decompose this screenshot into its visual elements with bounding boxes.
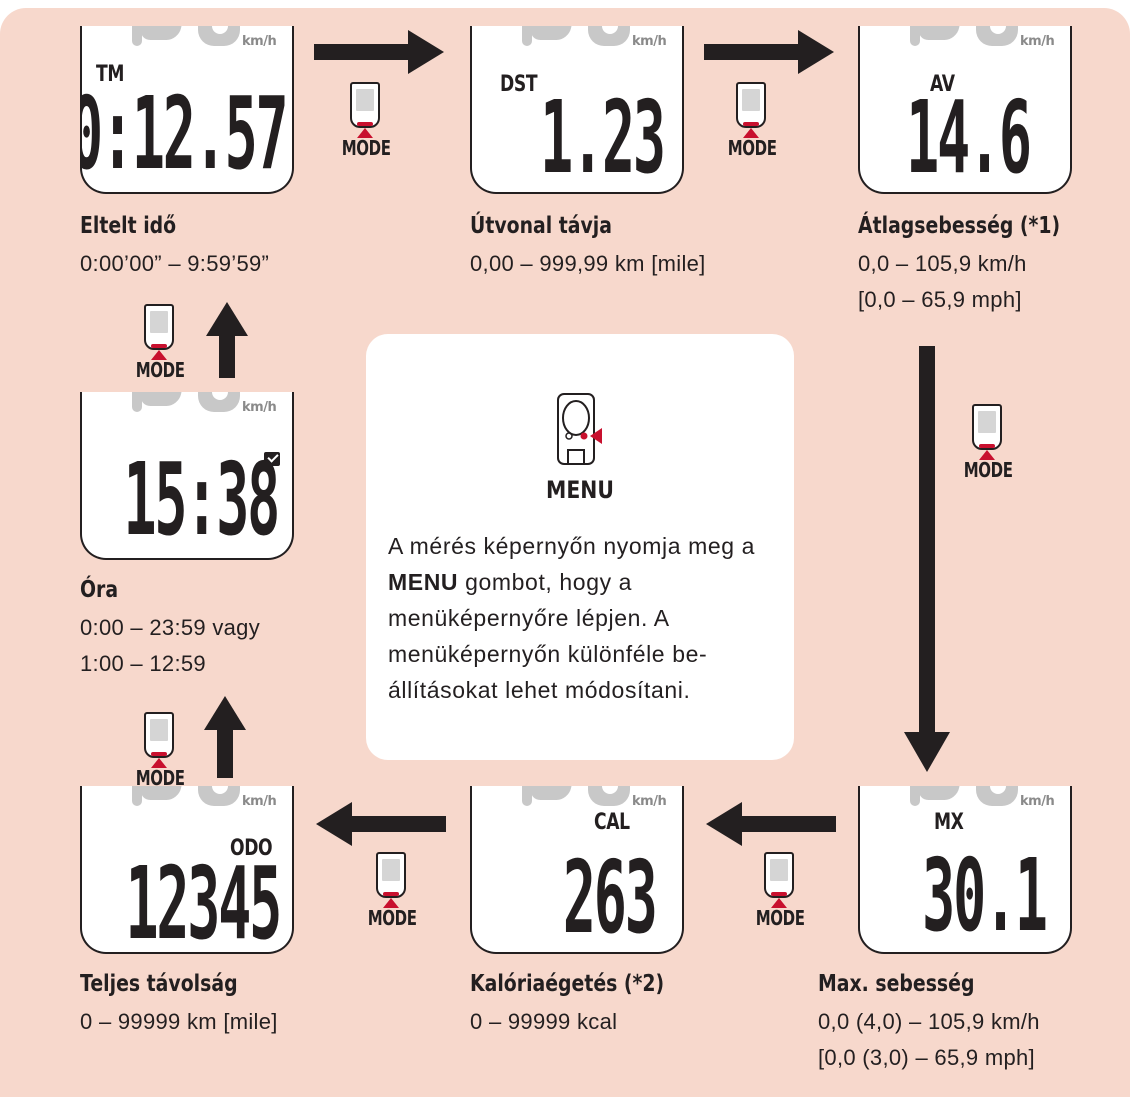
mode-label: MODE [727, 136, 777, 160]
mode-button-icon: MODE [748, 852, 810, 932]
screen-clock: km/h 15:38 [80, 392, 294, 560]
caption-line: 0,0 (4,0) – 105,9 km/h [818, 1009, 1040, 1034]
caption-title: Óra [80, 577, 119, 603]
unit-label: km/h [242, 400, 277, 415]
arrow-up-icon [206, 302, 248, 378]
screen-total-distance: km/h ODO 12345 [80, 786, 294, 954]
lcd-value: 0:12.57 [80, 75, 288, 192]
menu-info-box: MENU A mérés képernyőn nyomja meg a MENU… [366, 334, 794, 760]
screen-calories: km/h CAL 263 [470, 786, 684, 954]
menu-text-part: A mérés képernyőn nyomja meg a [388, 533, 756, 559]
lcd-value: 263 [563, 839, 658, 954]
menu-description: A mérés képernyőn nyomja meg a MENU gomb… [388, 528, 788, 708]
screen-elapsed-time: km/h TM 0:12.57 [80, 26, 294, 194]
mode-label: MODE [367, 906, 417, 930]
unit-label: km/h [242, 34, 277, 49]
caption-title: Kalóriaégetés (*2) [470, 971, 665, 997]
screen-label: ODO [230, 836, 273, 861]
mode-button-icon: MODE [360, 852, 422, 932]
caption-line: [0,0 (3,0) – 65,9 mph] [818, 1045, 1035, 1070]
screen-label: AV [930, 72, 955, 97]
unit-label: km/h [242, 794, 277, 809]
mode-button-icon: MODE [334, 82, 396, 162]
menu-label: MENU [546, 476, 614, 504]
arrow-left-icon [316, 802, 446, 846]
caption-total-distance: Teljes távolság 0 – 99999 km [mile] [80, 966, 278, 1040]
caption-title: Teljes távolság [80, 971, 238, 997]
caption-line: 0:00’00” – 9:59’59” [80, 251, 270, 276]
caption-title: Max. sebesség [818, 971, 975, 997]
caption-distance: Útvonal távja 0,00 – 999,99 km [mile] [470, 208, 706, 282]
lcd-value: 1.23 [540, 79, 666, 194]
unit-label: km/h [632, 794, 667, 809]
caption-line: 0,00 – 999,99 km [mile] [470, 251, 706, 276]
lcd-value: 14.6 [906, 79, 1032, 194]
caption-average-speed: Átlagsebesség (*1) 0,0 – 105,9 km/h [0,0… [858, 208, 1105, 318]
caption-elapsed-time: Eltelt idő 0:00’00” – 9:59’59” [80, 208, 269, 282]
screen-max-speed: km/h MX 30.1 [858, 786, 1072, 954]
arrow-right-icon [704, 30, 834, 74]
arrow-right-icon [314, 30, 444, 74]
mode-button-icon: MODE [128, 304, 190, 384]
mode-label: MODE [755, 906, 805, 930]
mode-label: MODE [963, 458, 1013, 482]
caption-line: 0:00 – 23:59 vagy [80, 615, 261, 640]
caption-title: Átlagsebesség (*1) [858, 213, 1061, 239]
arrow-up-icon [204, 696, 246, 778]
screen-label: DST [500, 72, 538, 97]
caption-line: 0 – 99999 km [mile] [80, 1009, 278, 1034]
caption-title: Eltelt idő [80, 213, 177, 239]
unit-label: km/h [1020, 34, 1055, 49]
unit-label: km/h [1020, 794, 1055, 809]
unit-label: km/h [632, 34, 667, 49]
mode-label: MODE [341, 136, 391, 160]
mode-label: MODE [135, 766, 185, 790]
screen-average-speed: km/h AV 14.6 [858, 26, 1072, 194]
mode-button-icon: MODE [956, 404, 1018, 484]
caption-line: [0,0 – 65,9 mph] [858, 287, 1022, 312]
lcd-value: 15:38 [123, 441, 280, 558]
lcd-value: 30.1 [922, 837, 1048, 954]
menu-button-icon [557, 393, 602, 465]
screen-label: TM [96, 62, 125, 87]
caption-calories: Kalóriaégetés (*2) 0 – 99999 kcal [470, 966, 707, 1040]
mode-button-icon: MODE [128, 712, 190, 792]
mode-label: MODE [135, 358, 185, 382]
caption-line: 0 – 99999 kcal [470, 1009, 618, 1034]
clock-check-icon [264, 452, 280, 466]
caption-line: 1:00 – 12:59 [80, 651, 206, 676]
menu-text-bold: MENU [388, 569, 459, 595]
caption-max-speed: Max. sebesség 0,0 (4,0) – 105,9 km/h [0,… [818, 966, 1040, 1076]
caption-title: Útvonal távja [470, 213, 613, 239]
screen-distance: km/h DST 1.23 [470, 26, 684, 194]
arrow-left-icon [706, 802, 836, 846]
caption-clock: Óra 0:00 – 23:59 vagy 1:00 – 12:59 [80, 572, 260, 682]
screen-label: MX [934, 810, 964, 835]
arrow-down-icon [904, 346, 950, 772]
menu-text-part: gombot, hogy a menüképernyőre lépjen. A … [388, 569, 708, 703]
caption-line: 0,0 – 105,9 km/h [858, 251, 1027, 276]
lcd-value: 12345 [125, 845, 282, 954]
mode-button-icon: MODE [720, 82, 782, 162]
screen-label: CAL [594, 810, 630, 835]
